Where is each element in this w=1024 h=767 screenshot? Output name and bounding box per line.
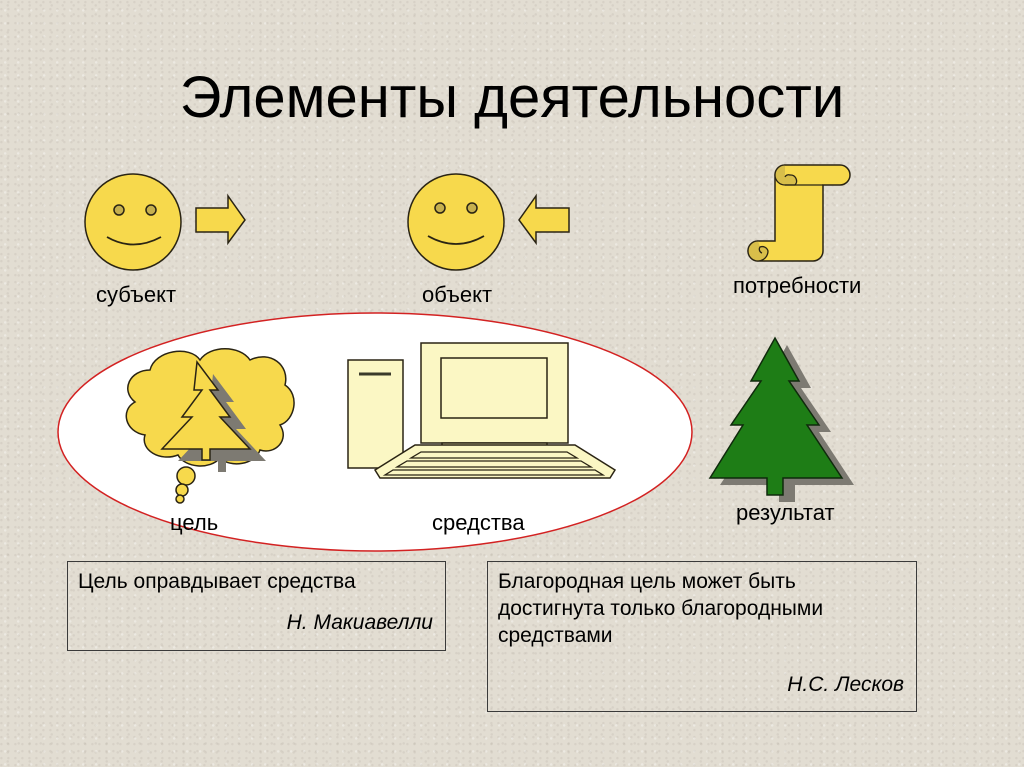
quote-text: Благородная цель может быть достигнута т… [488, 562, 916, 649]
slide-title: Элементы деятельности [179, 65, 845, 130]
quote-box-leskov: Благородная цель может быть достигнута т… [487, 561, 917, 712]
subject-smiley-face-icon [84, 173, 182, 271]
quote-line: Благородная цель может быть [498, 570, 796, 593]
needs-label: потребности [733, 273, 862, 298]
computer-icon [347, 342, 617, 479]
scroll-icon [747, 164, 851, 262]
quote-author: Н. Макиавелли [286, 611, 433, 634]
quote-text: Цель оправдывает средства [78, 570, 356, 593]
result-label: результат [736, 500, 835, 525]
arrow-left-icon [518, 193, 570, 246]
arrow-right-icon [195, 193, 246, 246]
quote-author: Н.С. Лесков [787, 673, 904, 696]
fir-tree-icon [708, 336, 854, 502]
object-label: объект [422, 282, 493, 307]
subject-label: субъект [96, 282, 177, 307]
quote-line: достигнута только благородными [498, 597, 824, 620]
quote-box-machiavelli: Цель оправдывает средства Н. Макиавелли [67, 561, 446, 651]
quote-line: средствами [498, 624, 613, 647]
object-smiley-face-icon [407, 173, 505, 271]
means-label: средства [432, 510, 525, 535]
goal-label: цель [170, 510, 219, 535]
thought-cloud-tree-icon [125, 348, 295, 504]
